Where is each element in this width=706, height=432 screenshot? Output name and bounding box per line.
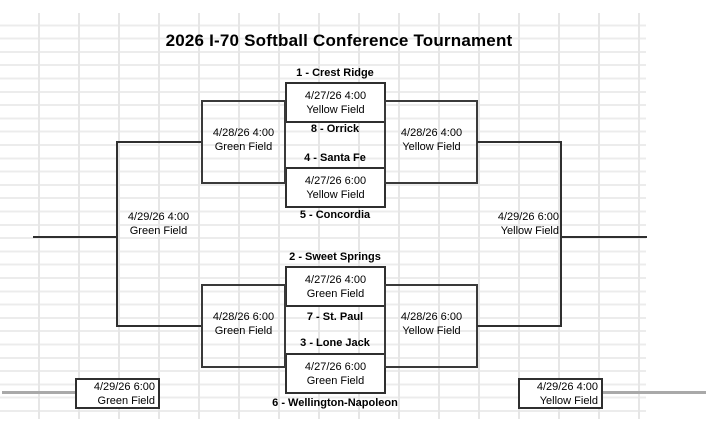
game-field: Yellow Field [500,225,559,237]
game-datetime: 4/27/26 6:00 [304,360,367,373]
game-field: Yellow Field [539,394,598,407]
bracket-line-left-vertical [116,141,118,327]
game-box-round1-1: 4/27/26 4:00 Yellow Field [285,82,386,123]
final-left-label: 4/29/26 4:00 Green Field [118,210,199,238]
bracket-line-right-top [477,141,562,143]
winner-line-right [562,236,647,238]
game-datetime: 4/28/26 6:00 [400,311,463,323]
seed-label: 6 - Wellington-Napoleon [272,397,398,409]
game-field: Yellow Field [402,141,461,153]
semifinal-left-bottom-label: 4/28/26 6:00 Green Field [203,310,284,338]
semifinal-box-left-top [201,100,286,184]
semifinal-right-bottom-label: 4/28/26 6:00 Yellow Field [387,310,476,338]
seed-label: 8 - Orrick [310,123,360,135]
seed-label: 1 - Crest Ridge [296,67,374,79]
tournament-title: 2026 I-70 Softball Conference Tournament [165,31,513,50]
game-field: Yellow Field [306,188,365,201]
seed-label: 4 - Santa Fe [304,152,366,164]
game-datetime: 4/28/26 4:00 [400,127,463,139]
seed-label: 3 - Lone Jack [300,337,370,349]
game-datetime: 4/29/26 6:00 [93,380,155,393]
game-field: Green Field [214,141,273,153]
game-box-round1-2: 4/27/26 6:00 Yellow Field [285,167,386,208]
bracket-line-left-bottom [116,325,201,327]
game-field: Green Field [306,374,365,387]
seed-label: 5 - Concordia [299,209,371,221]
bracket-line-right-vertical [560,141,562,327]
game-box-bottom-right: 4/29/26 4:00 Yellow Field [518,378,603,409]
game-datetime: 4/27/26 4:00 [304,89,367,102]
game-field: Green Field [306,287,365,300]
bracket-line-left-top [116,141,201,143]
game-box-bottom-left: 4/29/26 6:00 Green Field [75,378,160,409]
winner-line-left [33,236,116,238]
game-datetime: 4/29/26 6:00 [497,211,559,223]
game-datetime: 4/29/26 4:00 [127,211,190,223]
game-field: Green Field [97,394,155,407]
game-box-round1-4: 4/27/26 6:00 Green Field [285,353,386,394]
semifinal-left-top-label: 4/28/26 4:00 Green Field [203,126,284,154]
semifinal-box-left-bottom [201,284,286,368]
bracket-line-right-bottom [477,325,562,327]
connector-line-bottom-right [603,391,706,394]
game-field: Green Field [214,325,273,337]
seed-label: 2 - Sweet Springs [289,251,381,263]
final-right-label: 4/29/26 6:00 Yellow Field [477,210,559,238]
semifinal-right-top-label: 4/28/26 4:00 Yellow Field [387,126,476,154]
seed-label: 7 - St. Paul [306,311,364,323]
game-field: Yellow Field [402,325,461,337]
game-datetime: 4/28/26 4:00 [212,127,275,139]
game-field: Yellow Field [306,103,365,116]
game-datetime: 4/28/26 6:00 [212,311,275,323]
game-datetime: 4/27/26 4:00 [304,273,367,286]
game-datetime: 4/27/26 6:00 [304,174,367,187]
game-datetime: 4/29/26 4:00 [536,380,598,393]
game-box-round1-3: 4/27/26 4:00 Green Field [285,266,386,307]
connector-line-bottom-left [2,391,75,394]
game-field: Green Field [129,225,188,237]
